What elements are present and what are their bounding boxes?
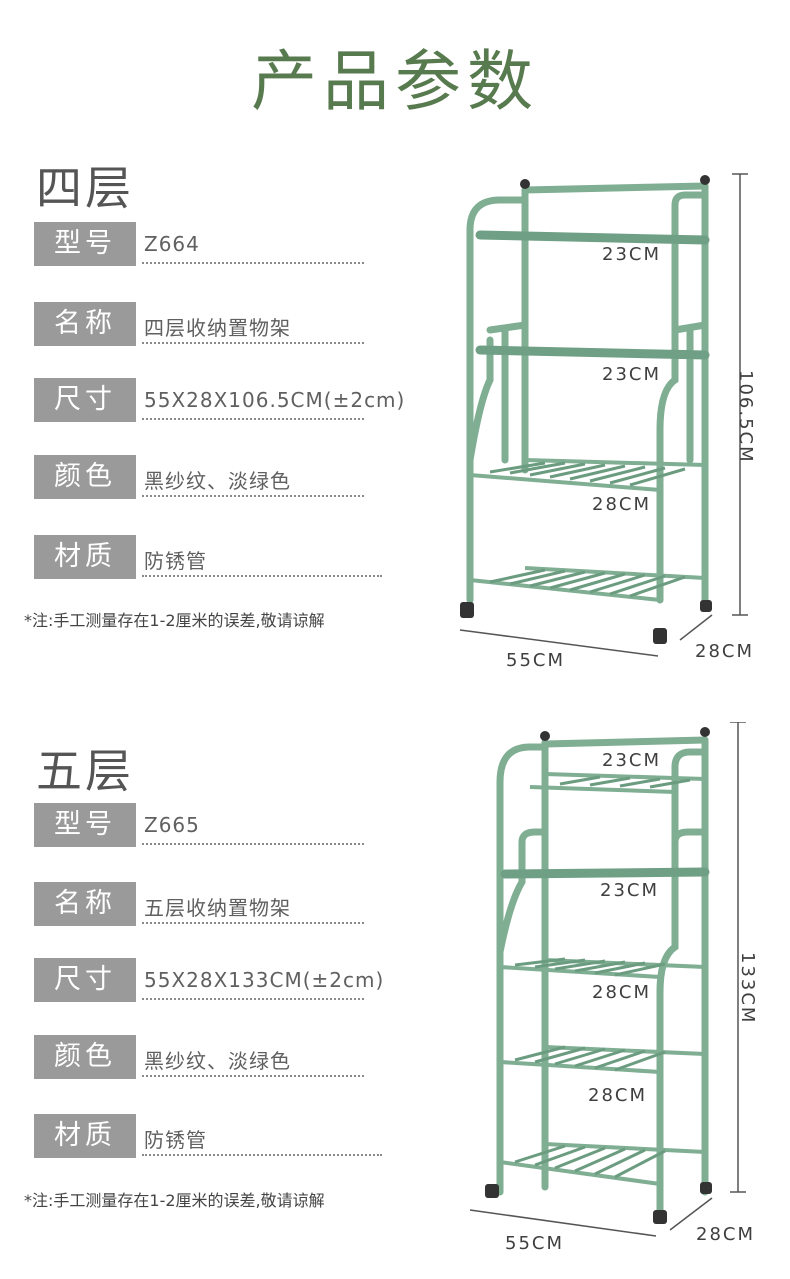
page-title: 产品参数: [251, 43, 539, 120]
spec-row-material: 材质 防锈管: [34, 535, 384, 581]
depth-label: 28CM: [695, 641, 754, 662]
spec-label: 名称: [34, 302, 136, 346]
measurement-note: *注:手工测量存在1-2厘米的误差,敬请谅解: [24, 1191, 325, 1210]
spec-value: 55X28X106.5CM(±2cm): [144, 388, 406, 412]
spec-row-color: 颜色 黑纱纹、淡绿色: [34, 455, 384, 501]
section-heading: 五层: [36, 744, 134, 798]
gap-label-2: 23CM: [602, 364, 661, 385]
spec-row-model: 型号 Z665: [34, 803, 384, 849]
gap-label-4: 28CM: [588, 1085, 647, 1106]
gap-label-1: 23CM: [602, 244, 661, 265]
spec-label: 材质: [34, 535, 136, 579]
spec-label: 颜色: [34, 455, 136, 499]
dotted-underline: [142, 1154, 382, 1156]
spec-value: 黑纱纹、淡绿色: [144, 1049, 291, 1073]
width-label: 55CM: [506, 650, 565, 671]
spec-value: 防锈管: [144, 1128, 207, 1152]
dotted-underline: [142, 922, 364, 924]
spec-value: 防锈管: [144, 549, 207, 573]
dotted-underline: [142, 575, 382, 577]
dotted-underline: [142, 843, 364, 845]
dotted-underline: [142, 342, 364, 344]
depth-label: 28CM: [696, 1224, 755, 1245]
dotted-underline: [142, 262, 364, 264]
gap-label-2: 23CM: [600, 880, 659, 901]
spec-row-color: 颜色 黑纱纹、淡绿色: [34, 1035, 384, 1081]
dotted-underline: [142, 418, 364, 420]
width-label: 55CM: [505, 1233, 564, 1254]
spec-value: 四层收纳置物架: [144, 316, 291, 340]
spec-label: 型号: [34, 222, 136, 266]
dotted-underline: [142, 1075, 364, 1077]
shelf-slats: [514, 775, 691, 1179]
spec-row-name: 名称 五层收纳置物架: [34, 882, 384, 928]
gap-label-1: 23CM: [602, 750, 661, 771]
spec-row-size: 尺寸 55X28X106.5CM(±2cm): [34, 378, 404, 424]
four-tier-rack-illustration: 23CM 23CM 28CM 55CM 28CM 106.5CM: [459, 173, 756, 671]
spec-value: 黑纱纹、淡绿色: [144, 469, 291, 493]
height-label: 133CM: [737, 952, 758, 1024]
spec-value: Z665: [144, 813, 200, 837]
measurement-note: *注:手工测量存在1-2厘米的误差,敬请谅解: [24, 611, 325, 630]
dotted-underline: [142, 998, 364, 1000]
spec-value: Z664: [144, 232, 200, 256]
section-heading: 四层: [36, 161, 134, 215]
spec-label: 颜色: [34, 1035, 136, 1079]
five-tier-rack-illustration: 23CM 23CM 28CM 28CM 55CM 28CM 133CM: [469, 722, 758, 1254]
spec-label: 尺寸: [34, 378, 136, 422]
spec-value: 55X28X133CM(±2cm): [144, 968, 385, 992]
spec-row-material: 材质 防锈管: [34, 1114, 384, 1160]
gap-label-3: 28CM: [592, 494, 651, 515]
spec-row-size: 尺寸 55X28X133CM(±2cm): [34, 958, 384, 1004]
spec-label: 名称: [34, 882, 136, 926]
shelf-slats: [489, 461, 686, 598]
spec-label: 尺寸: [34, 958, 136, 1002]
dotted-underline: [142, 495, 364, 497]
spec-value: 五层收纳置物架: [144, 896, 291, 920]
spec-label: 材质: [34, 1114, 136, 1158]
spec-label: 型号: [34, 803, 136, 847]
spec-row-name: 名称 四层收纳置物架: [34, 302, 384, 348]
height-label: 106.5CM: [735, 370, 756, 464]
spec-row-model: 型号 Z664: [34, 222, 384, 268]
gap-label-3: 28CM: [592, 982, 651, 1003]
